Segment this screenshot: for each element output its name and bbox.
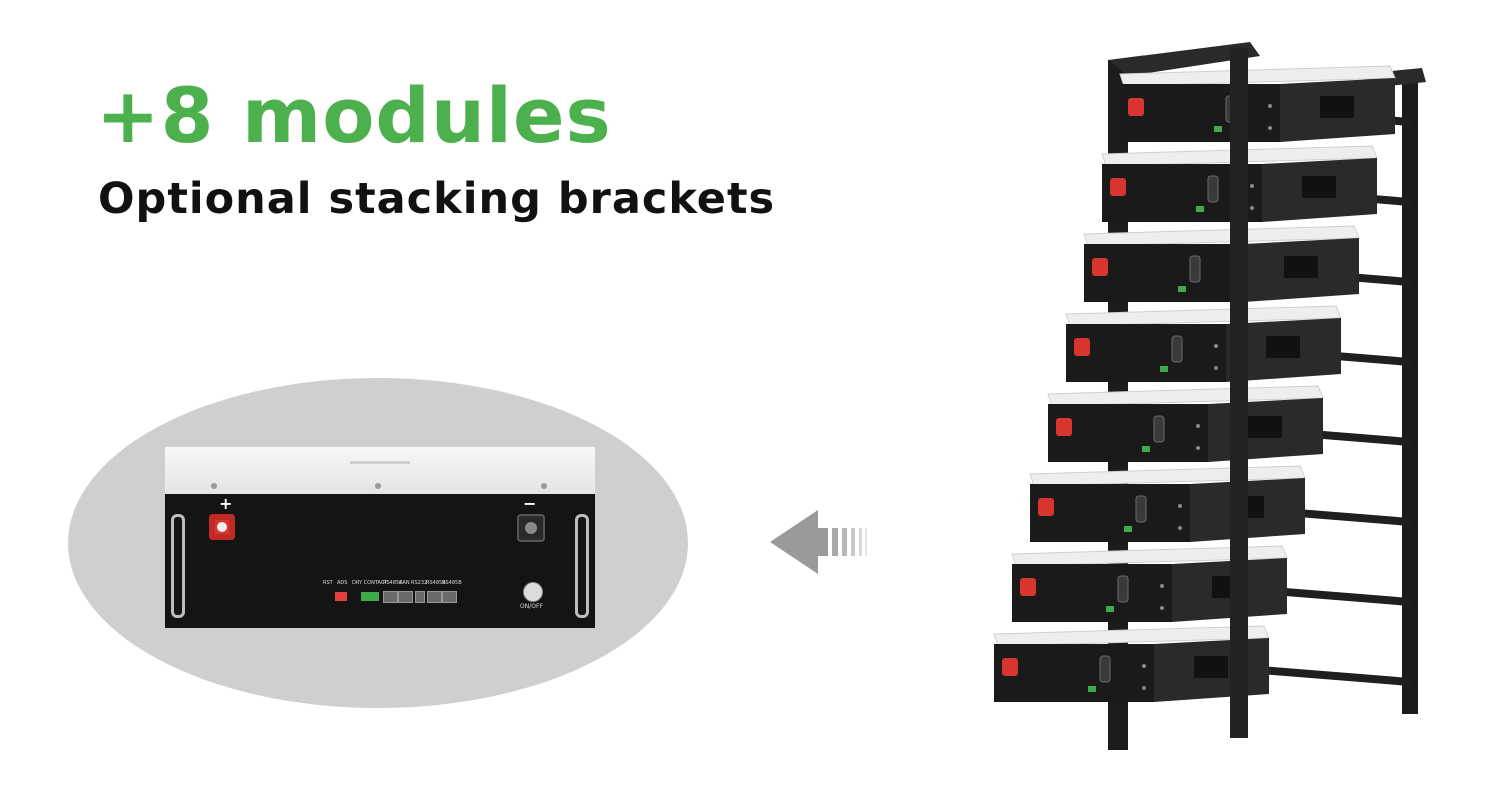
dry-contact-terminal-icon [361, 592, 379, 601]
top-slot [350, 461, 410, 464]
stacked-module [1065, 305, 1342, 382]
port-label-ads: ADS [337, 580, 348, 586]
positive-terminal-icon [209, 514, 235, 540]
stacked-module [1011, 545, 1288, 622]
rack-front-upright [1230, 48, 1248, 738]
battery-module-front-view: + − RST ADS DRY CONTACT RS485A CAN RS232… [165, 446, 595, 628]
port-label-rs232: RS232 [411, 580, 428, 586]
module-top-cover [165, 446, 595, 495]
rack-rung [1260, 586, 1410, 606]
rack-top-bar [1108, 42, 1260, 76]
negative-terminal-icon [517, 514, 545, 542]
rack-rung [1260, 666, 1410, 686]
power-label: ON/OFF [520, 603, 543, 610]
power-button-icon [523, 582, 543, 602]
arrow-left-icon [770, 510, 867, 574]
port-label-rst: RST [323, 580, 333, 586]
headline: +8 modules [96, 71, 612, 160]
negative-sign: − [523, 494, 537, 513]
stacked-module [993, 625, 1270, 702]
port-label-dry-contact: DRY CONTACT [352, 580, 388, 586]
screw-icon [375, 483, 381, 489]
rj45-port-icon [427, 591, 442, 603]
rs232-port-icon [415, 591, 425, 603]
rj45-port-icon [442, 591, 457, 603]
dip-switch-icon [335, 592, 347, 601]
stacked-module [1119, 65, 1396, 142]
screw-icon [211, 483, 217, 489]
port-label-rs485b-2: RS485B [442, 580, 462, 586]
stacked-module [1047, 385, 1324, 462]
port-label-rs485a: RS485A [383, 580, 403, 586]
right-handle-icon [575, 514, 589, 618]
stacked-rack-illustration [993, 42, 1426, 750]
screw-icon [541, 483, 547, 489]
rj45-port-icon [398, 591, 413, 603]
rj45-port-icon [383, 591, 398, 603]
rack-right-upright [1402, 74, 1418, 714]
subline: Optional stacking brackets [98, 174, 776, 224]
left-handle-icon [171, 514, 185, 618]
port-label-rs485b: RS485B [426, 580, 446, 586]
port-label-can: CAN [399, 580, 410, 586]
positive-sign: + [219, 494, 233, 513]
stacked-module [1083, 225, 1360, 302]
stacked-module [1029, 465, 1306, 542]
